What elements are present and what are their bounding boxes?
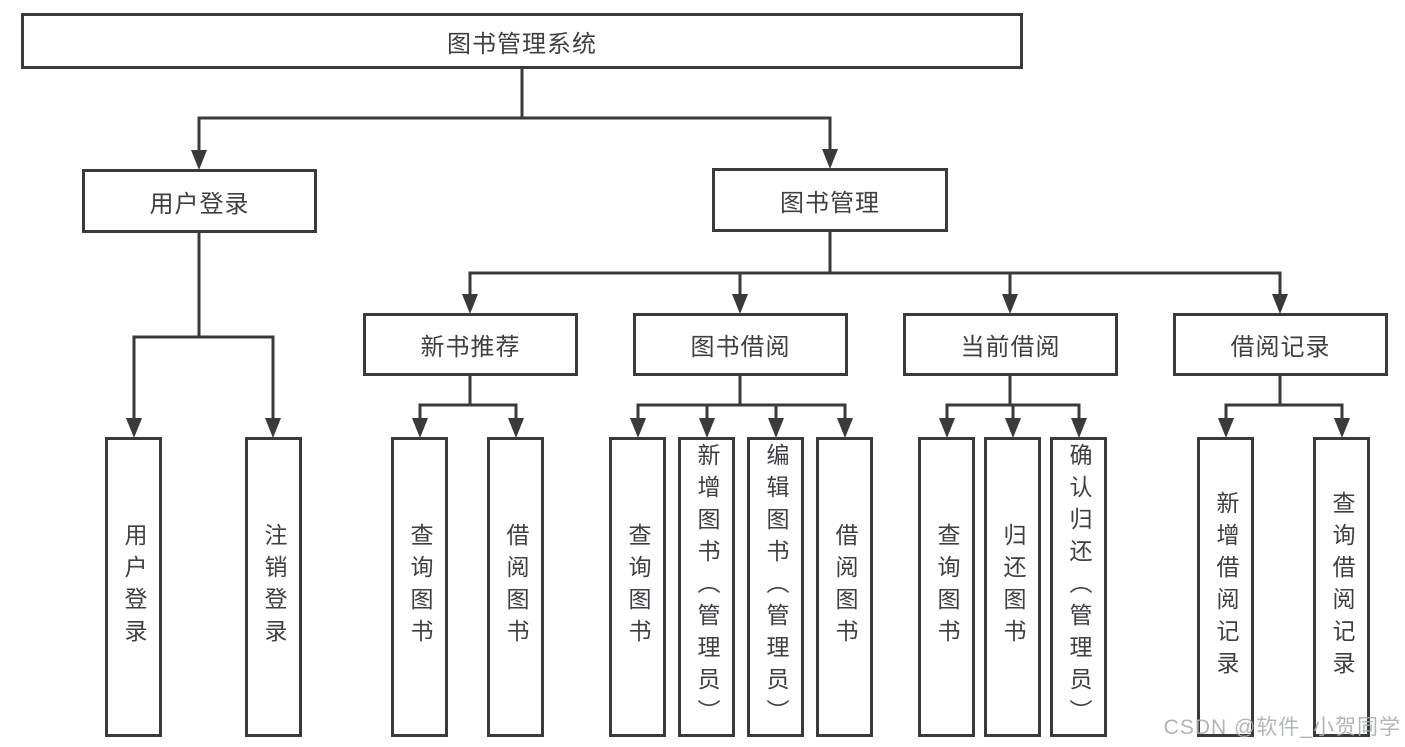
- node-book-management-label: 图书管理: [780, 189, 880, 217]
- node-current-borrowing: 当前借阅: [903, 313, 1118, 376]
- leaf-borrow-book-recommend-label: 借阅图书: [503, 523, 529, 651]
- node-root-label: 图书管理系统: [447, 30, 597, 58]
- node-book-borrowing: 图书借阅: [633, 313, 848, 376]
- node-borrowing-records: 借阅记录: [1173, 313, 1388, 376]
- leaf-borrow-book-recommend: 借阅图书: [487, 437, 544, 737]
- leaf-return-book: 归还图书: [984, 437, 1041, 737]
- leaf-query-book-recommend-label: 查询图书: [407, 523, 433, 651]
- csdn-watermark: CSDN @软件_小贺同学: [1163, 716, 1401, 739]
- leaf-add-borrow-record: 新增借阅记录: [1197, 437, 1254, 737]
- leaf-user-login: 用户登录: [105, 437, 162, 737]
- connector-book-management-children: [462, 232, 1288, 314]
- leaf-borrow-book-borrowing-label: 借阅图书: [832, 523, 858, 651]
- leaf-add-book-admin-label: 新增图书（管理员）: [694, 443, 720, 731]
- leaf-query-borrow-record-label: 查询借阅记录: [1329, 491, 1355, 683]
- leaf-confirm-return-admin-label: 确认归还（管理员）: [1066, 443, 1092, 731]
- leaf-confirm-return-admin: 确认归还（管理员）: [1050, 437, 1107, 737]
- node-user-login: 用户登录: [82, 169, 317, 233]
- connector-new-book-recommend-children: [412, 376, 524, 438]
- leaf-query-book-current: 查询图书: [918, 437, 975, 737]
- leaf-query-book-recommend: 查询图书: [391, 437, 448, 737]
- leaf-add-borrow-record-label: 新增借阅记录: [1213, 491, 1239, 683]
- leaf-add-book-admin: 新增图书（管理员）: [678, 437, 735, 737]
- node-new-book-recommend-label: 新书推荐: [420, 334, 521, 361]
- node-current-borrowing-label: 当前借阅: [960, 334, 1061, 361]
- node-root: 图书管理系统: [21, 13, 1023, 69]
- leaf-query-borrow-record: 查询借阅记录: [1313, 437, 1370, 737]
- leaf-query-book-borrowing: 查询图书: [609, 437, 666, 737]
- node-borrowing-records-label: 借阅记录: [1230, 334, 1331, 361]
- connector-borrowing-records-children: [1218, 376, 1350, 438]
- connector-user-login-children: [126, 233, 281, 438]
- leaf-borrow-book-borrowing: 借阅图书: [816, 437, 873, 737]
- node-book-borrowing-label: 图书借阅: [690, 334, 791, 361]
- connector-book-borrowing-children: [630, 376, 853, 438]
- connector-root-to-level2: [191, 69, 838, 170]
- node-book-management: 图书管理: [712, 168, 948, 232]
- connector-current-borrowing-children: [939, 376, 1087, 438]
- leaf-edit-book-admin-label: 编辑图书（管理员）: [763, 443, 789, 731]
- leaf-user-login-label: 用户登录: [121, 523, 147, 651]
- node-new-book-recommend: 新书推荐: [363, 313, 578, 376]
- leaf-query-book-borrowing-label: 查询图书: [625, 523, 651, 651]
- leaf-query-book-current-label: 查询图书: [934, 523, 960, 651]
- leaf-logout-label: 注销登录: [261, 523, 287, 651]
- node-user-login-label: 用户登录: [149, 190, 250, 218]
- leaf-logout: 注销登录: [245, 437, 302, 737]
- leaf-edit-book-admin: 编辑图书（管理员）: [747, 437, 804, 737]
- leaf-return-book-label: 归还图书: [1000, 523, 1026, 651]
